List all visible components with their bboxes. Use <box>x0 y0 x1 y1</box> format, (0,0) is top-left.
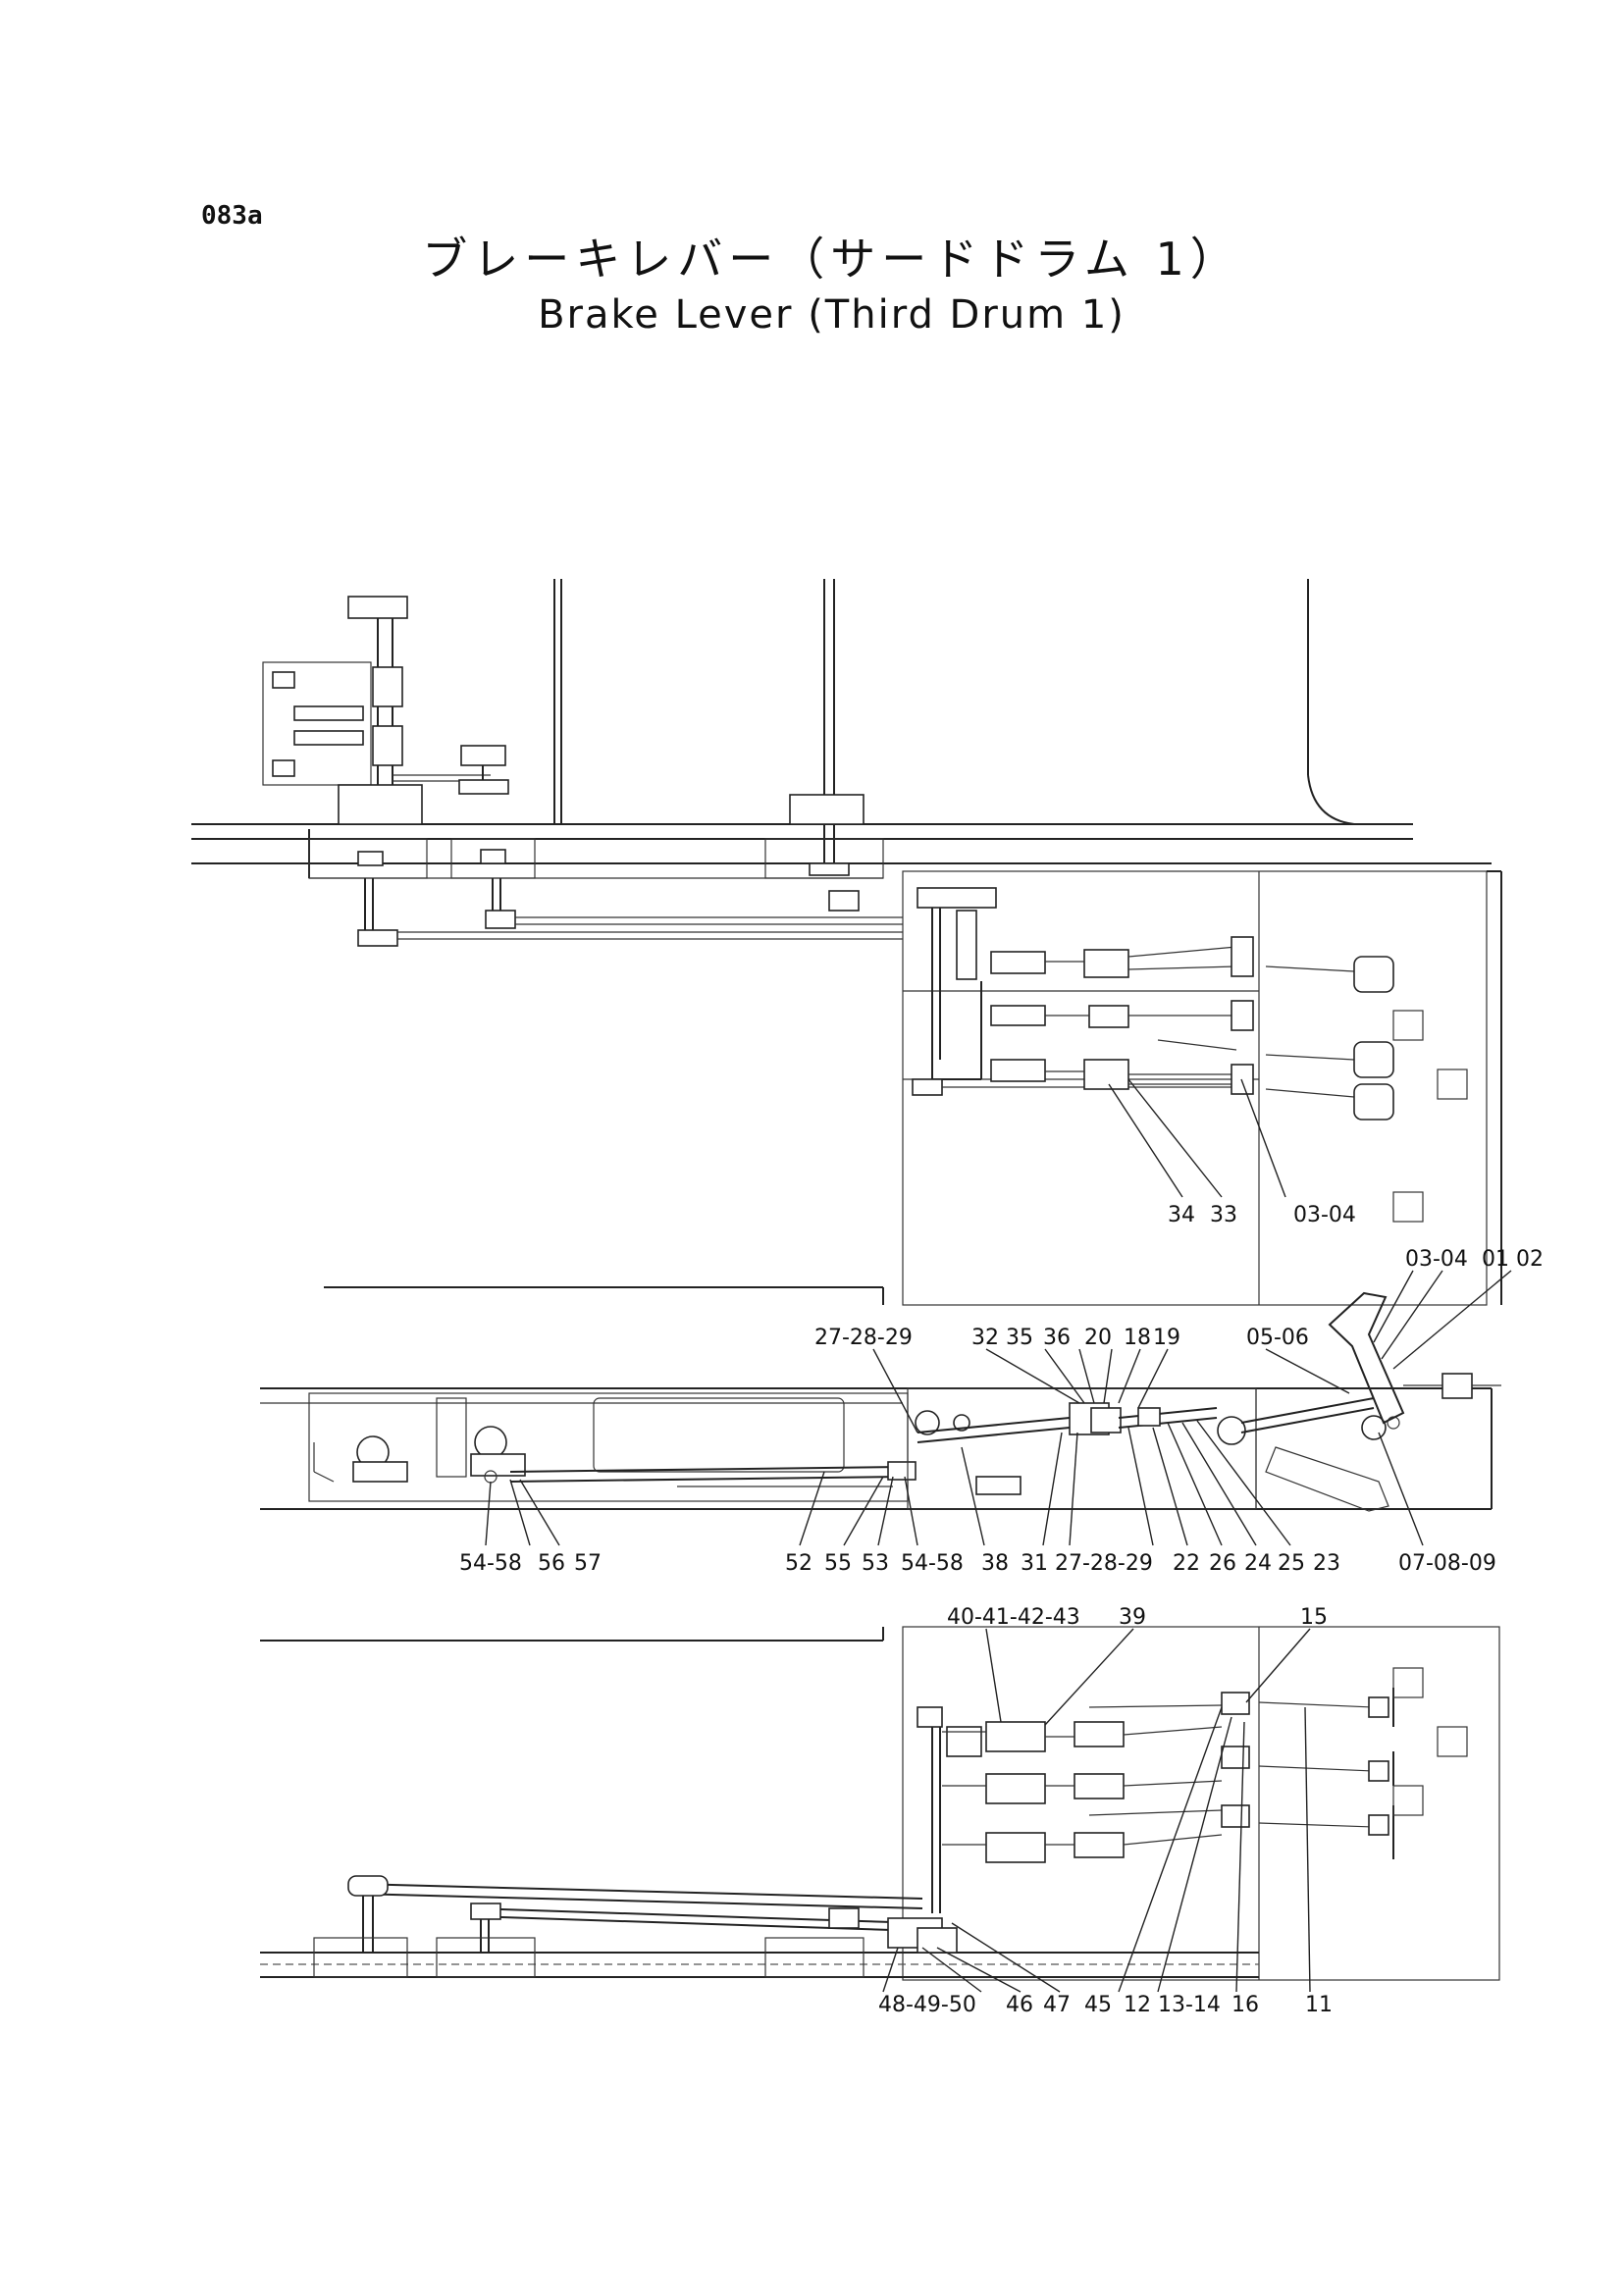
callout-55: 55 <box>824 1551 852 1576</box>
callout-20: 20 <box>1084 1326 1112 1350</box>
rod-assembly-middle <box>990 1000 1394 1078</box>
callout-40-41-42-43: 40-41-42-43 <box>947 1605 1080 1630</box>
callout-33: 33 <box>1210 1203 1237 1227</box>
callout-01: 01 <box>1482 1247 1509 1272</box>
callout-26: 26 <box>1209 1551 1236 1576</box>
callout-18: 18 <box>1124 1326 1151 1350</box>
callout-15: 15 <box>1300 1605 1328 1630</box>
callout-13-14: 13-14 <box>1158 1993 1221 2017</box>
callout-56: 56 <box>538 1551 565 1576</box>
callout-36: 36 <box>1043 1326 1071 1350</box>
callout-47: 47 <box>1043 1993 1071 2017</box>
callout-16: 16 <box>1231 1993 1259 2017</box>
page-code: 083a <box>201 201 263 231</box>
callout-03-04: 03-04 <box>1293 1203 1356 1227</box>
rod-assembly-upper <box>990 936 1394 993</box>
callout-27-28-29: 27-28-29 <box>814 1326 913 1350</box>
callout-22: 22 <box>1173 1551 1200 1576</box>
callout-11: 11 <box>1305 1993 1333 2017</box>
callout-07-08-09: 07-08-09 <box>1398 1551 1496 1576</box>
callout-45: 45 <box>1084 1993 1112 2017</box>
callout-05-06: 05-06 <box>1246 1326 1309 1350</box>
bottom-view: 40-41-42-43 39 15 48-49-50 46 47 45 12 1… <box>260 1605 1500 2017</box>
callout-52: 52 <box>785 1551 812 1576</box>
callout-12: 12 <box>1124 1993 1151 2017</box>
callout-48-49-50: 48-49-50 <box>878 1993 976 2017</box>
callout-23: 23 <box>1313 1551 1340 1576</box>
callout-35: 35 <box>1006 1326 1033 1350</box>
callout-27-28-29-b: 27-28-29 <box>1055 1551 1153 1576</box>
callout-54-58-b: 54-58 <box>901 1551 964 1576</box>
callout-32: 32 <box>971 1326 999 1350</box>
callout-57: 57 <box>574 1551 602 1576</box>
top-view: 34 33 03-04 <box>191 579 1502 1306</box>
callout-31: 31 <box>1021 1551 1048 1576</box>
callout-25: 25 <box>1278 1551 1305 1576</box>
callout-02: 02 <box>1516 1247 1544 1272</box>
callout-46: 46 <box>1006 1993 1033 2017</box>
callout-54-58: 54-58 <box>459 1551 522 1576</box>
callout-39: 39 <box>1119 1605 1146 1630</box>
callout-24: 24 <box>1244 1551 1272 1576</box>
title-japanese: ブレーキレバー（サードドラム 1） <box>422 233 1241 286</box>
title-english: Brake Lever (Third Drum 1) <box>538 292 1126 338</box>
callout-53: 53 <box>862 1551 889 1576</box>
side-view: 03-04 01 02 27-28-29 32 35 36 20 18 19 0… <box>260 1247 1544 1576</box>
callout-34: 34 <box>1168 1203 1195 1227</box>
rod-assembly-lower <box>990 1059 1394 1121</box>
callout-03-04: 03-04 <box>1405 1247 1468 1272</box>
callout-19: 19 <box>1153 1326 1180 1350</box>
callout-38: 38 <box>981 1551 1009 1576</box>
